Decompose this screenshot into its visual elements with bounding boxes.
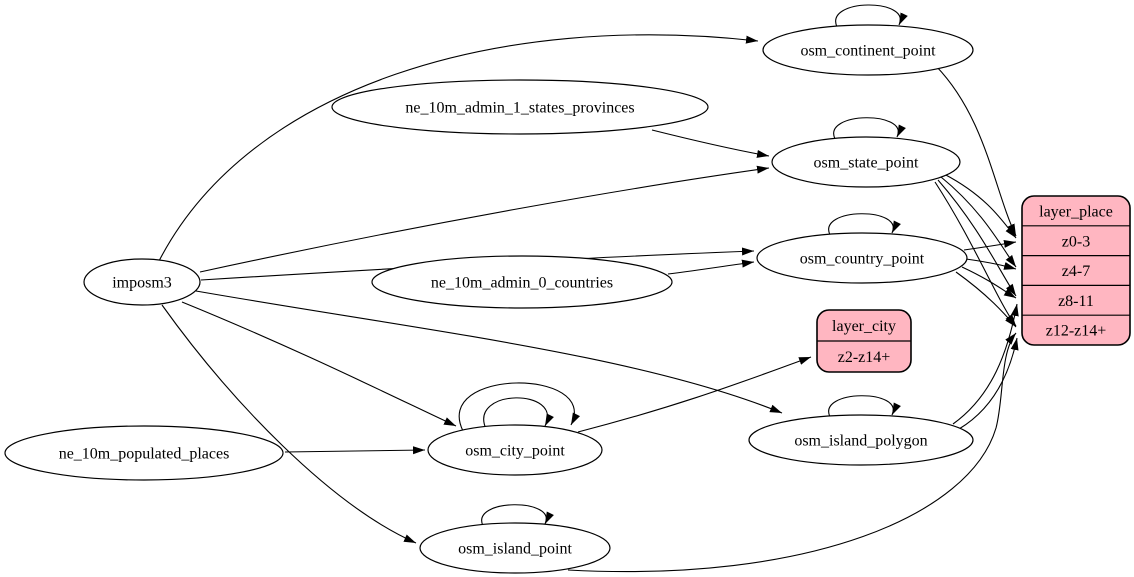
edge-osm-country-point-to-layer-place-z4-7	[965, 258, 1017, 270]
edge-osm-state-point-to-layer-place-z0-3	[943, 173, 1017, 239]
layer-node-layer-city: layer_city z2-z14+	[816, 309, 912, 373]
table-node-shape	[83, 258, 201, 306]
self-loop-osm-city-point	[483, 397, 554, 430]
edge-osm-state-point-to-layer-place-z8-11	[937, 179, 1017, 297]
table-node-ne-10m-admin-0-countries: ne_10m_admin_0_countries	[371, 255, 673, 309]
table-node-label: osm_island_polygon	[794, 433, 927, 450]
table-node-label: ne_10m_admin_1_states_provinces	[405, 100, 634, 117]
edge-ne-10m-admin-0-countries-to-osm-country-point	[667, 259, 755, 275]
self-loop-osm-state-point	[833, 117, 906, 140]
table-node-label: osm_island_point	[458, 541, 572, 558]
table-node-osm-continent-point: osm_continent_point	[762, 24, 974, 76]
edge-osm-state-point-to-layer-place-z4-7	[940, 176, 1017, 268]
edge-osm-continent-point-to-layer-place-z0-3	[935, 65, 1017, 237]
edge-imposm3-to-osm-city-point	[181, 301, 457, 427]
edge-imposm3-to-osm-state-point	[199, 165, 770, 273]
edge-ne-10m-populated-places-to-osm-city-point	[284, 446, 426, 455]
layer-row-layer-place-z8-11: z8-11	[1058, 293, 1094, 310]
self-loop-osm-island-polygon	[828, 395, 901, 418]
edges-group	[158, 4, 1019, 573]
table-node-shape	[331, 79, 709, 135]
table-node-label: osm_city_point	[465, 443, 565, 460]
table-node-label: ne_10m_admin_0_countries	[431, 275, 613, 292]
layer-row-layer-place-z12-z14-: z12-z14+	[1046, 323, 1107, 340]
edge-ne-10m-admin-1-states-provinces-to-osm-state-point	[651, 129, 770, 158]
layer-row-layer-city-z2-z14-: z2-z14+	[838, 349, 891, 366]
layer-node-layer-place: layer_place z0-3 z4-7 z8-11 z12-z14+	[1021, 195, 1131, 346]
edge-imposm3-to-osm-island-polygon	[195, 290, 783, 414]
nodes-group: imposm3ne_10m_admin_1_states_provincesos…	[4, 24, 1131, 574]
layer-row-layer-place-z4-7: z4-7	[1062, 263, 1090, 280]
self-loop-osm-country-point	[828, 213, 901, 236]
table-node-shape	[762, 24, 974, 76]
edge-osm-country-point-to-layer-place-z8-11	[961, 266, 1017, 299]
table-node-label: osm_country_point	[800, 251, 925, 268]
table-node-label: imposm3	[112, 275, 172, 292]
edge-osm-island-polygon-to-layer-place-z8-11	[952, 303, 1019, 425]
edge-imposm3-to-osm-continent-point	[158, 34, 759, 262]
edge-osm-island-point-to-layer-place-z12-z14-	[567, 332, 1017, 573]
table-node-imposm3: imposm3	[83, 258, 201, 306]
edge-osm-city-point-to-layer-city-z2-z14-	[577, 356, 812, 433]
table-node-shape	[756, 232, 968, 284]
table-node-shape	[748, 414, 974, 466]
table-node-shape	[771, 136, 961, 188]
table-node-label: osm_continent_point	[800, 43, 936, 60]
table-node-shape	[419, 522, 611, 574]
edge-osm-country-point-to-layer-place-z0-3	[963, 240, 1017, 251]
self-loop-osm-island-point	[481, 504, 554, 527]
table-node-osm-island-point: osm_island_point	[419, 522, 611, 574]
layer-row-layer-place-z0-3: z0-3	[1062, 233, 1090, 250]
table-node-osm-state-point: osm_state_point	[771, 136, 961, 188]
table-node-osm-city-point: osm_city_point	[427, 424, 603, 476]
layer-title-layer-place: layer_place	[1039, 204, 1113, 221]
layer-node-shape	[1021, 195, 1131, 346]
edge-imposm3-to-osm-island-point	[161, 304, 417, 544]
self-loop-osm-city-point	[458, 382, 580, 432]
self-loop-osm-continent-point	[835, 4, 908, 28]
edge-osm-country-point-to-layer-place-z12-z14-	[955, 271, 1017, 328]
edge-osm-island-polygon-to-layer-place-z12-z14-	[958, 337, 1019, 430]
table-node-shape	[371, 255, 673, 309]
table-node-label: ne_10m_populated_places	[59, 446, 230, 463]
table-node-osm-country-point: osm_country_point	[756, 232, 968, 284]
table-node-ne-10m-populated-places: ne_10m_populated_places	[4, 425, 284, 481]
table-node-ne-10m-admin-1-states-provinces: ne_10m_admin_1_states_provinces	[331, 79, 709, 135]
table-node-shape	[4, 425, 284, 481]
layer-title-layer-city: layer_city	[832, 318, 896, 335]
table-node-label: osm_state_point	[814, 155, 919, 172]
table-node-osm-island-polygon: osm_island_polygon	[748, 414, 974, 466]
table-node-shape	[427, 424, 603, 476]
